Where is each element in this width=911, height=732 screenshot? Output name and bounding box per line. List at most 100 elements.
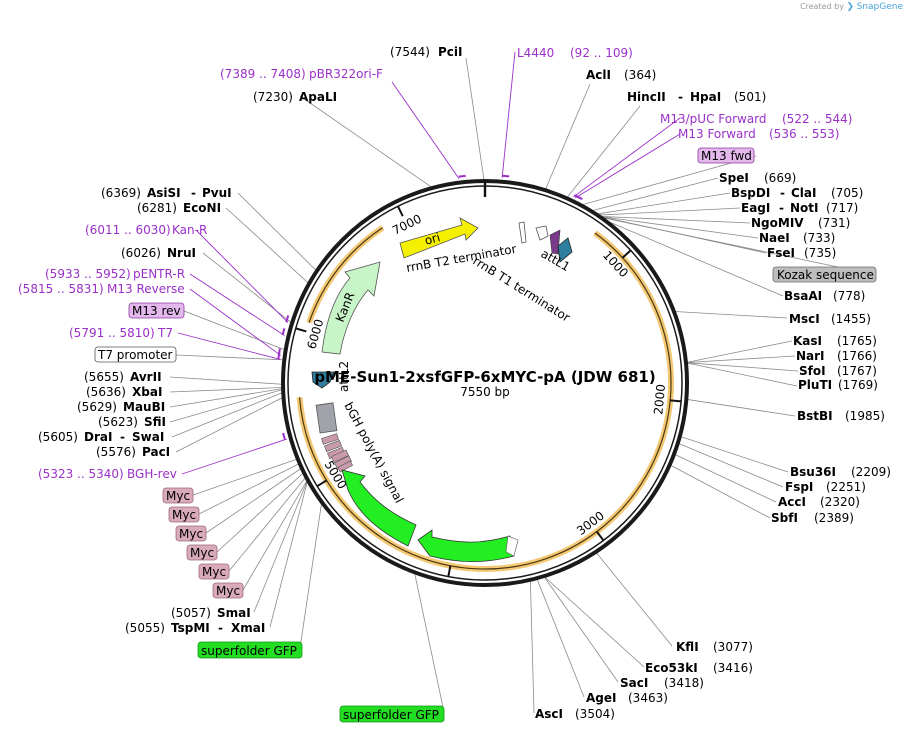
enzyme-name[interactable]: SpeI	[719, 171, 749, 185]
myc-tag[interactable]	[331, 449, 349, 463]
enzyme-name[interactable]: XbaI	[132, 385, 162, 399]
myc-tags	[321, 433, 353, 473]
superfolder-gfp-feature-2[interactable]	[417, 529, 515, 563]
attl2-feature[interactable]	[311, 371, 335, 389]
enzyme-name[interactable]: SfoI	[799, 364, 826, 378]
enzyme-name[interactable]: HincII	[627, 90, 666, 104]
kanr-feature[interactable]	[321, 261, 381, 355]
enzyme-name[interactable]: Bsu36I	[790, 465, 836, 479]
feature-box-label: M13 fwd	[701, 149, 752, 163]
enzyme-name[interactable]: BstBI	[797, 409, 833, 423]
enzyme-name[interactable]: NotI	[790, 201, 819, 215]
myc-tag[interactable]	[337, 460, 353, 473]
feature-box-superfolder-gfp[interactable]: superfolder GFP	[197, 641, 303, 659]
feature-box-myc[interactable]: Myc	[168, 506, 200, 523]
connector-line	[678, 443, 784, 488]
bgh-polya-feature[interactable]	[315, 402, 338, 434]
feature-box-superfolder-gfp[interactable]: superfolder GFP	[339, 705, 445, 723]
enzyme-name[interactable]: FspI	[785, 480, 813, 494]
enzyme-pos: (5605)	[38, 430, 78, 444]
enzyme-name[interactable]: AgeI	[586, 691, 616, 705]
enzyme-name[interactable]: PciI	[438, 45, 463, 59]
connector-lines	[169, 57, 877, 714]
enzyme-name[interactable]: PvuI	[202, 186, 232, 200]
enzyme-name[interactable]: MauBI	[123, 400, 165, 414]
enzyme-name[interactable]: MscI	[789, 312, 820, 326]
enzyme-name[interactable]: NgoMIV	[751, 216, 804, 230]
feature-box-myc[interactable]: Myc	[162, 487, 194, 504]
enzyme-name[interactable]: AsiSI	[147, 186, 181, 200]
enzyme-name[interactable]: NarI	[796, 349, 825, 363]
primer-name[interactable]: pENTR-R	[133, 267, 185, 281]
connector-line	[592, 177, 719, 212]
feature-box-kozak-sequence[interactable]: Kozak sequence	[772, 266, 877, 283]
enzyme-name[interactable]: KflI	[676, 640, 699, 654]
ori-feature[interactable]	[399, 217, 479, 259]
enzyme-pos: (3463)	[628, 691, 668, 705]
enzyme-name[interactable]: ApaLI	[299, 90, 337, 104]
superfolder-gfp-feature-1[interactable]	[341, 469, 417, 547]
primer-name[interactable]: M13 Reverse	[107, 282, 185, 296]
enzyme-name[interactable]: XmaI	[231, 621, 265, 635]
connector-line	[582, 155, 757, 206]
attl1-feature[interactable]	[557, 237, 573, 263]
enzyme-name[interactable]: PluTI	[798, 378, 832, 392]
enzyme-pos: (5576)	[96, 445, 136, 459]
enzyme-name[interactable]: FseI	[767, 246, 795, 260]
enzyme-pos: (6281)	[137, 201, 177, 215]
enzyme-name[interactable]: PacI	[142, 445, 170, 459]
enzyme-name[interactable]: NruI	[167, 246, 196, 260]
enzyme-name[interactable]: SwaI	[132, 430, 164, 444]
enzyme-name[interactable]: EagI	[741, 201, 770, 215]
enzyme-name[interactable]: BspDI	[731, 186, 770, 200]
enzyme-name[interactable]: NaeI	[759, 231, 790, 245]
feature-box-label: Myc	[202, 565, 226, 579]
enzyme-name[interactable]: BsaAI	[784, 289, 822, 303]
primer-pos: (5323 .. 5340)	[38, 467, 124, 481]
primer-name[interactable]: M13 Forward	[678, 127, 756, 141]
enzyme-name[interactable]: SmaI	[217, 606, 251, 620]
enzyme-name[interactable]: DraI	[84, 430, 112, 444]
enzyme-name[interactable]: EcoNI	[183, 201, 221, 215]
feature-box-label: Myc	[216, 584, 240, 598]
primer-name[interactable]: pBR322ori-F	[309, 67, 383, 81]
enzyme-name[interactable]: SfiI	[144, 415, 166, 429]
enzyme-name[interactable]: KasI	[793, 334, 822, 348]
enzyme-name[interactable]: AccI	[778, 495, 806, 509]
feature-box-myc[interactable]: Myc	[175, 525, 207, 542]
enzyme-pos: (717)	[826, 201, 858, 215]
feature-box-myc[interactable]: Myc	[212, 582, 244, 599]
feature-box-myc[interactable]: Myc	[186, 544, 218, 561]
enzyme-name[interactable]: AclI	[586, 68, 611, 82]
feature-box-t7-promoter[interactable]: T7 promoter	[94, 346, 177, 363]
feature-box-m13-rev[interactable]: M13 rev	[128, 302, 185, 319]
enzyme-pos: (5057)	[171, 606, 211, 620]
enzyme-name[interactable]: ClaI	[791, 186, 816, 200]
enzyme-name[interactable]: SacI	[620, 676, 648, 690]
enzyme-name[interactable]: HpaI	[690, 90, 721, 104]
enzyme-name[interactable]: AvrII	[130, 370, 162, 384]
feature-box-m13-fwd[interactable]: M13 fwd	[697, 147, 755, 164]
enzyme-name[interactable]: TspMI	[171, 621, 210, 635]
primer-pos: (92 .. 109)	[570, 46, 633, 60]
primer-name[interactable]: BGH-rev	[127, 467, 177, 481]
primer-name[interactable]: T7	[157, 326, 173, 340]
enzyme-name[interactable]: SbfI	[771, 511, 798, 525]
rrnb-t2-terminator-feature[interactable]	[518, 221, 527, 244]
enzyme-name[interactable]: AscI	[535, 707, 563, 721]
myc-tag[interactable]	[324, 440, 342, 452]
watermark-brand: SnapGene	[856, 2, 903, 12]
primer-labels: L4440 (92 .. 109) (7389 .. 7408) pBR322o…	[18, 46, 852, 481]
snapgene-watermark: Created by ❯ SnapGene	[800, 2, 903, 12]
connector-line	[242, 480, 308, 591]
connector-line	[175, 354, 284, 361]
primer-name[interactable]: Kan-R	[172, 223, 207, 237]
primer-name[interactable]: M13/pUC Forward	[660, 112, 767, 126]
myc-tag[interactable]	[321, 433, 339, 445]
primer-name[interactable]: L4440	[517, 46, 554, 60]
feature-box-myc[interactable]: Myc	[198, 563, 230, 580]
enzyme-pos: (6369)	[101, 186, 141, 200]
tick-mark	[596, 531, 605, 542]
enzyme-name[interactable]: Eco53kI	[645, 661, 698, 675]
rrnb-t1-terminator-feature[interactable]	[535, 225, 549, 241]
